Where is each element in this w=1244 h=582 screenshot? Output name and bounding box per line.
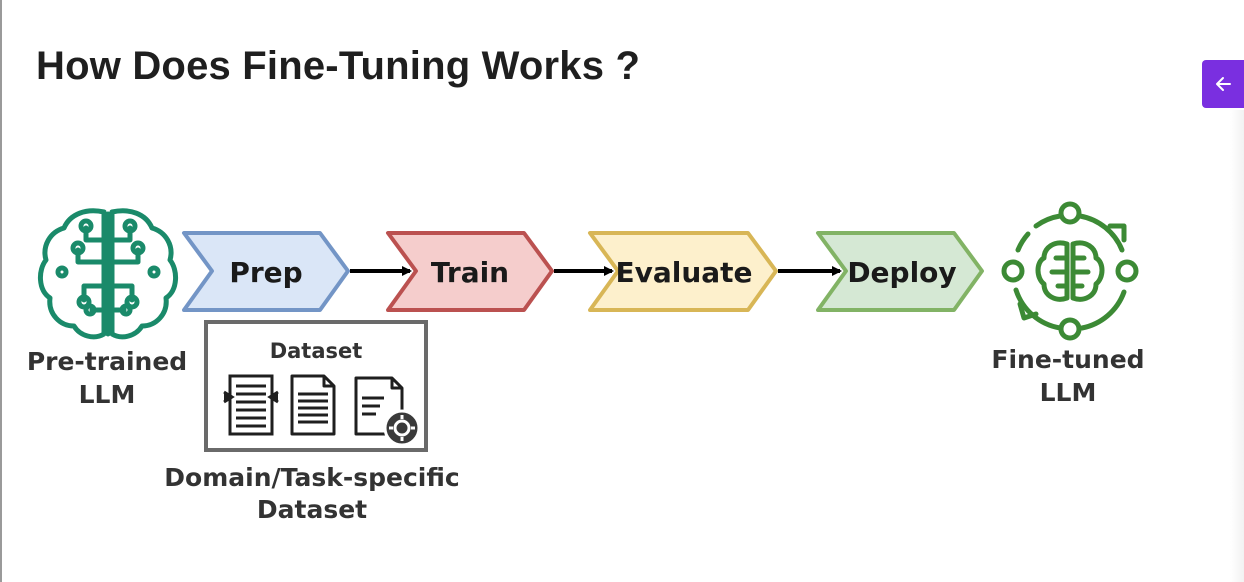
- brain-cycle-icon: [1001, 201, 1139, 341]
- slide-title: How Does Fine-Tuning Works ?: [36, 44, 641, 88]
- stage-evaluate: Evaluate: [588, 231, 778, 312]
- stage-label: Deploy: [847, 256, 956, 289]
- slide-left-border: [0, 0, 2, 582]
- finetuned-llm-label: Fine-tuned: [991, 345, 1144, 374]
- stage-label: Prep: [229, 256, 302, 289]
- dataset-box-title: Dataset: [270, 339, 363, 363]
- stage-train: Train: [386, 231, 554, 312]
- dataset-caption: Dataset: [257, 495, 367, 524]
- stage-label: Evaluate: [615, 256, 752, 289]
- arrow-left-icon: [1216, 77, 1231, 91]
- stage-label: Train: [431, 256, 509, 289]
- pretrained-llm-label: Pre-trained: [27, 347, 187, 376]
- back-button[interactable]: [1202, 60, 1244, 108]
- document-list-icon: [223, 374, 279, 436]
- dataset-box: Dataset: [204, 320, 428, 452]
- brain-circuit-icon: [38, 208, 178, 340]
- pretrained-llm-label: LLM: [79, 380, 136, 409]
- slide-right-edge: [1230, 110, 1244, 582]
- stage-deploy: Deploy: [816, 231, 984, 312]
- dataset-caption: Domain/Task-specific: [164, 463, 459, 492]
- document-settings-icon: [354, 376, 421, 447]
- stage-prep: Prep: [182, 231, 350, 312]
- finetuned-llm-label: LLM: [1040, 378, 1097, 407]
- document-text-icon: [290, 374, 336, 436]
